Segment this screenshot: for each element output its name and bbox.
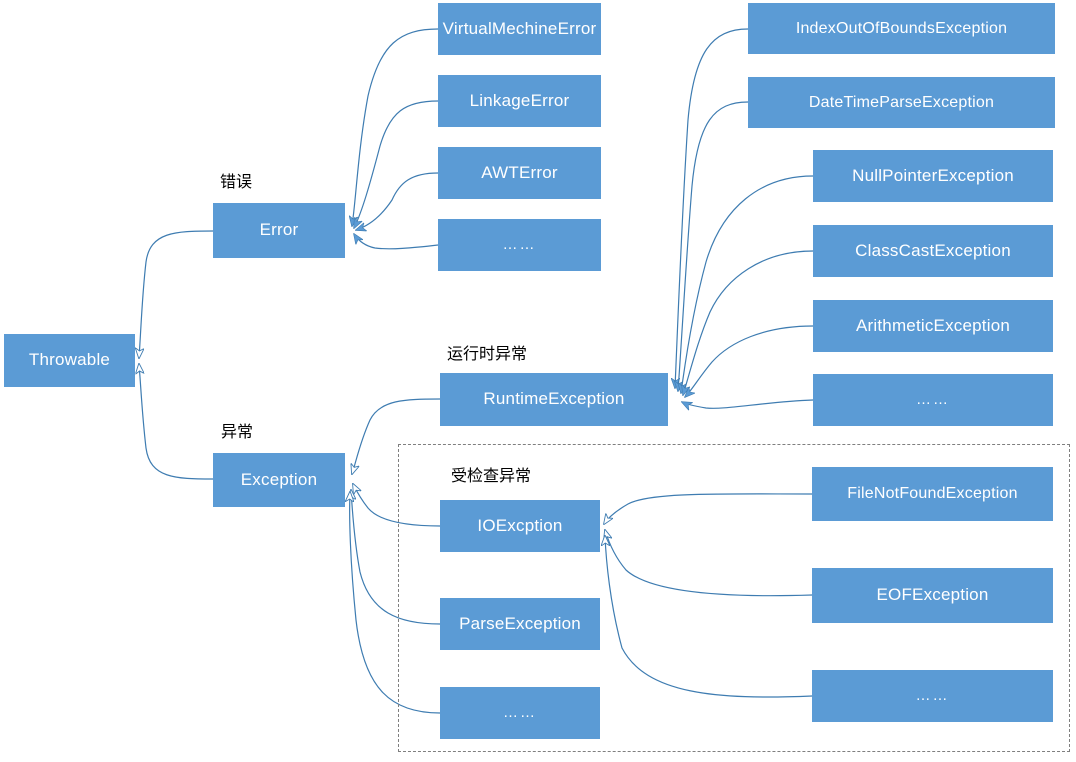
node-checked-child-0[interactable]: IOExcption bbox=[440, 500, 600, 552]
node-runtime-child-2[interactable]: NullPointerException bbox=[813, 150, 1053, 202]
group-label-checked-exception: 受检查异常 bbox=[451, 466, 532, 485]
node-runtime-child-4[interactable]: ArithmeticException bbox=[813, 300, 1053, 352]
node-error-child-2[interactable]: AWTError bbox=[438, 147, 601, 199]
node-checked-child-2[interactable]: …… bbox=[440, 687, 600, 739]
node-runtime-exception[interactable]: RuntimeException bbox=[440, 373, 668, 426]
node-error-child-0[interactable]: VirtualMechineError bbox=[438, 3, 601, 55]
checked-exception-region bbox=[398, 444, 1070, 752]
group-label-runtime-exception: 运行时异常 bbox=[447, 344, 528, 363]
group-label-error: 错误 bbox=[220, 172, 253, 191]
node-throwable[interactable]: Throwable bbox=[4, 334, 135, 387]
node-runtime-child-0[interactable]: IndexOutOfBoundsException bbox=[748, 3, 1055, 54]
node-io-child-1[interactable]: EOFException bbox=[812, 568, 1053, 623]
node-io-child-0[interactable]: FileNotFoundException bbox=[812, 467, 1053, 521]
node-runtime-child-3[interactable]: ClassCastException bbox=[813, 225, 1053, 277]
node-error[interactable]: Error bbox=[213, 203, 345, 258]
node-runtime-child-5[interactable]: …… bbox=[813, 374, 1053, 426]
node-checked-child-1[interactable]: ParseException bbox=[440, 598, 600, 650]
group-label-exception: 异常 bbox=[221, 422, 254, 441]
node-exception[interactable]: Exception bbox=[213, 453, 345, 507]
node-error-child-3[interactable]: …… bbox=[438, 219, 601, 271]
node-error-child-1[interactable]: LinkageError bbox=[438, 75, 601, 127]
node-io-child-2[interactable]: …… bbox=[812, 670, 1053, 722]
node-runtime-child-1[interactable]: DateTimeParseException bbox=[748, 77, 1055, 128]
